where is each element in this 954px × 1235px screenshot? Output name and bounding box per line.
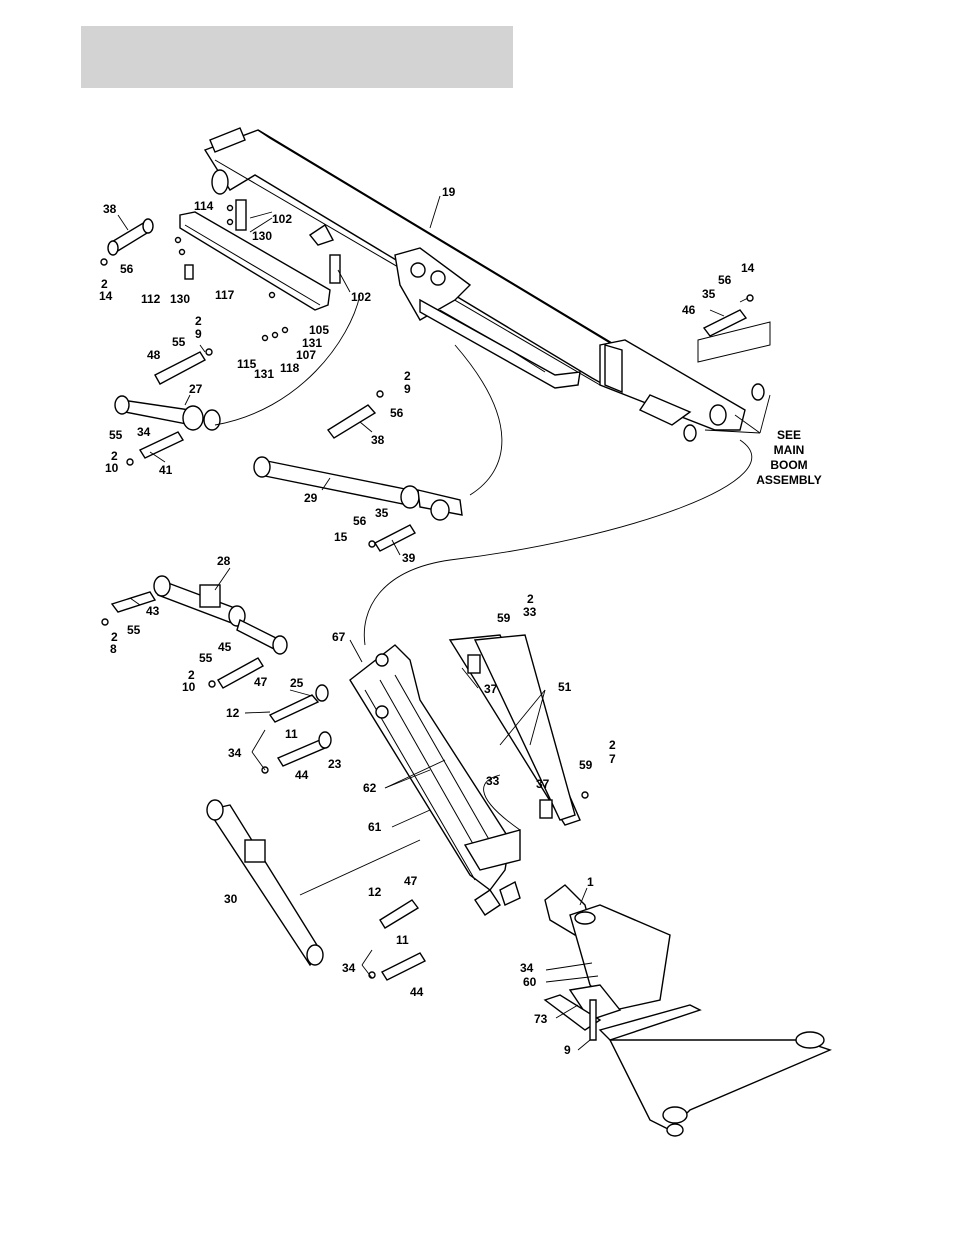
callout-51: 51 (558, 680, 572, 694)
callout-47: 47 (404, 874, 418, 888)
callout-30: 30 (224, 892, 238, 906)
lower-bracket-part-117 (180, 200, 340, 310)
callout-44: 44 (295, 768, 309, 782)
callout-107: 107 (296, 348, 316, 362)
see-main-boom-assembly-note: SEE MAIN BOOM ASSEMBLY (756, 428, 822, 487)
svg-text:MAIN: MAIN (774, 443, 805, 457)
callout-35: 35 (375, 506, 389, 520)
callout-48: 48 (147, 348, 161, 362)
callout-2: 2 (527, 592, 534, 606)
callout-55: 55 (199, 651, 213, 665)
svg-text:ASSEMBLY: ASSEMBLY (756, 473, 822, 487)
callout-55: 55 (172, 335, 186, 349)
base-part-1 (545, 885, 830, 1136)
callout-56: 56 (353, 514, 367, 528)
callout-12: 12 (226, 706, 240, 720)
callout-9: 9 (195, 327, 202, 341)
callout-105: 105 (309, 323, 329, 337)
callout-29: 29 (304, 491, 318, 505)
callout-23: 23 (328, 757, 342, 771)
callout-45: 45 (218, 640, 232, 654)
callout-44: 44 (410, 985, 424, 999)
callout-2: 2 (404, 369, 411, 383)
callout-114: 114 (194, 199, 214, 213)
callout-56: 56 (120, 262, 134, 276)
callout-37: 37 (536, 777, 550, 791)
callout-39: 39 (402, 551, 416, 565)
callout-10: 10 (105, 461, 119, 475)
callout-10: 10 (182, 680, 196, 694)
callout-47: 47 (254, 675, 268, 689)
callout-59: 59 (497, 611, 511, 625)
callout-59: 59 (579, 758, 593, 772)
callout-102: 102 (351, 290, 371, 304)
callout-38: 38 (371, 433, 385, 447)
callout-33: 33 (486, 774, 500, 788)
callout-9: 9 (564, 1043, 571, 1057)
callout-12: 12 (368, 885, 382, 899)
callout-34: 34 (520, 961, 534, 975)
callout-9: 9 (404, 382, 411, 396)
callout-37: 37 (484, 682, 498, 696)
callout-43: 43 (146, 604, 160, 618)
callout-25: 25 (290, 676, 304, 690)
callout-11: 11 (396, 933, 409, 947)
callout-7: 7 (609, 752, 616, 766)
callout-61: 61 (368, 820, 382, 834)
callout-34: 34 (342, 961, 356, 975)
callout-130: 130 (252, 229, 272, 243)
callout-11: 11 (285, 727, 298, 741)
callout-60: 60 (523, 975, 537, 989)
cylinder-part-27 (115, 352, 220, 458)
callout-131: 131 (254, 367, 274, 381)
callout-19: 19 (442, 185, 456, 199)
callout-34: 34 (228, 746, 242, 760)
callout-55: 55 (109, 428, 123, 442)
callout-38: 38 (103, 202, 117, 216)
callout-46: 46 (682, 303, 696, 317)
cylinder-part-30 (207, 800, 323, 965)
callout-34: 34 (137, 425, 151, 439)
callout-117: 117 (215, 288, 235, 302)
callout-2: 2 (609, 738, 616, 752)
callout-33: 33 (523, 605, 537, 619)
cylinder-part-29 (254, 405, 462, 551)
callout-8: 8 (110, 642, 117, 656)
callout-41: 41 (159, 463, 173, 477)
callout-102: 102 (272, 212, 292, 226)
callout-14: 14 (99, 289, 113, 303)
callout-14: 14 (741, 261, 755, 275)
callout-56: 56 (718, 273, 732, 287)
svg-text:SEE: SEE (777, 428, 801, 442)
callout-1: 1 (587, 875, 594, 889)
pin-part-38-upper (108, 219, 153, 255)
callout-55: 55 (127, 623, 141, 637)
callout-73: 73 (534, 1012, 548, 1026)
callout-2: 2 (195, 314, 202, 328)
callout-28: 28 (217, 554, 231, 568)
svg-text:BOOM: BOOM (770, 458, 807, 472)
callout-62: 62 (363, 781, 377, 795)
callout-118: 118 (280, 361, 300, 375)
callout-112: 112 (141, 292, 161, 306)
callout-27: 27 (189, 382, 203, 396)
callout-67: 67 (332, 630, 346, 644)
callout-15: 15 (334, 530, 348, 544)
callout-35: 35 (702, 287, 716, 301)
callout-56: 56 (390, 406, 404, 420)
callout-130: 130 (170, 292, 190, 306)
